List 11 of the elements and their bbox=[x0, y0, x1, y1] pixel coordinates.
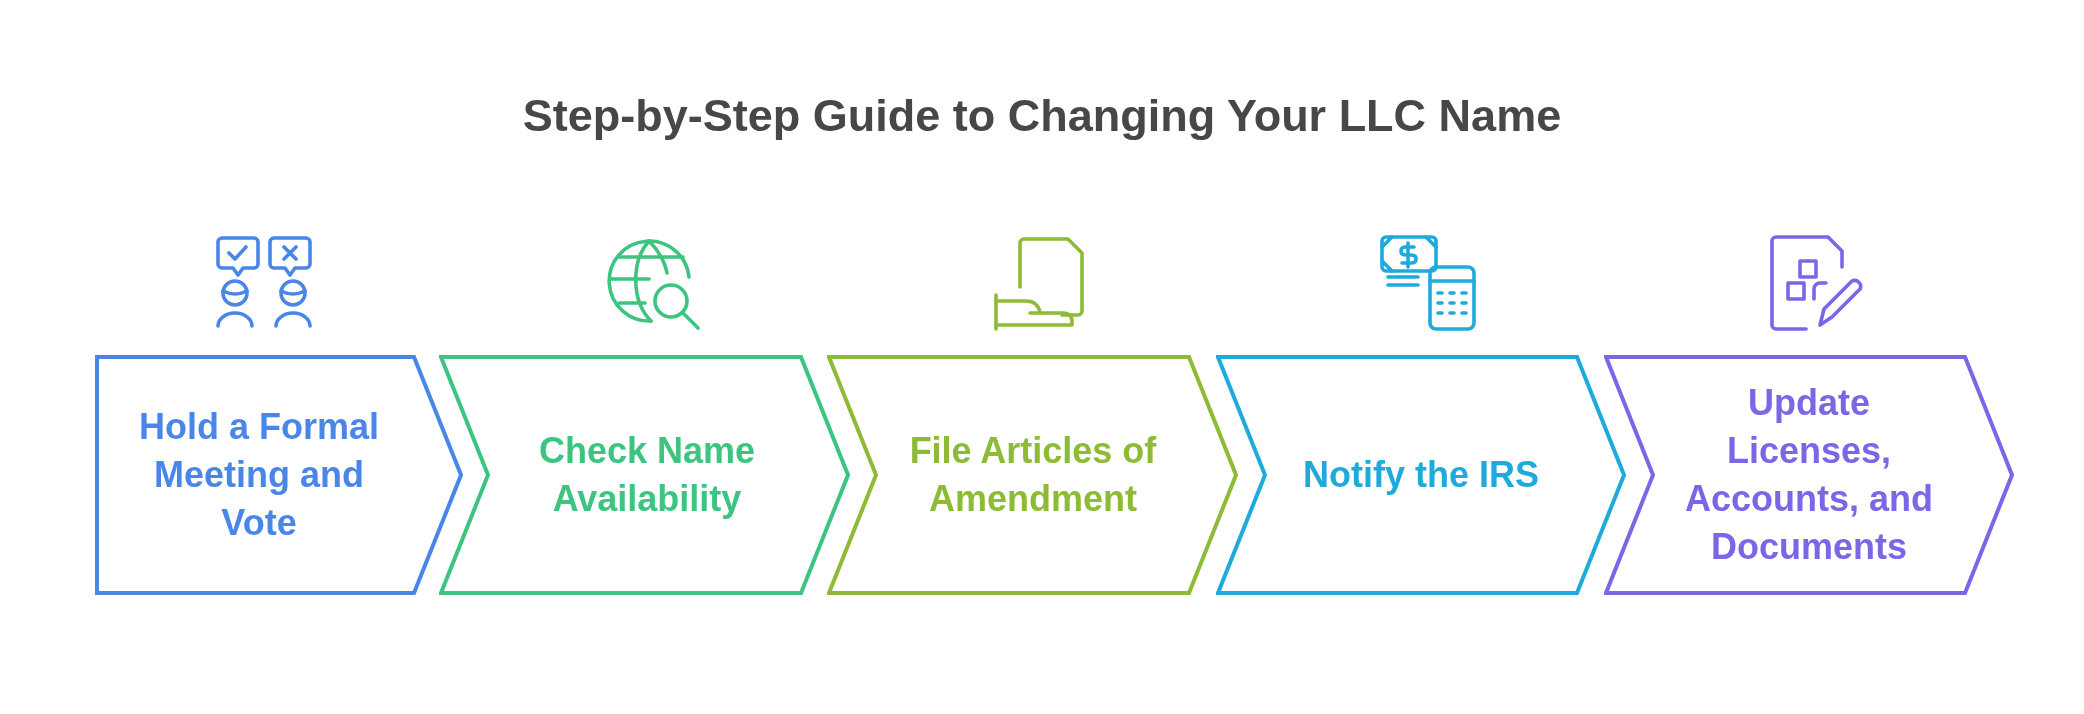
chevron-step bbox=[1216, 355, 1626, 595]
chevron-step bbox=[1604, 355, 2014, 595]
step-label: Check Name Availability bbox=[537, 429, 757, 521]
diagram-title: Step-by-Step Guide to Changing Your LLC Name bbox=[522, 89, 1562, 143]
step-label: Notify the IRS bbox=[1302, 453, 1540, 497]
step-label: File Articles of Amendment bbox=[908, 429, 1158, 521]
chevron-step bbox=[439, 355, 850, 595]
chevron-step bbox=[95, 355, 463, 595]
step-label: Update Licenses, Accounts, and Documents bbox=[1684, 381, 1934, 569]
step-label: Hold a Formal Meeting and Vote bbox=[138, 405, 380, 545]
chevron-step bbox=[827, 355, 1238, 595]
